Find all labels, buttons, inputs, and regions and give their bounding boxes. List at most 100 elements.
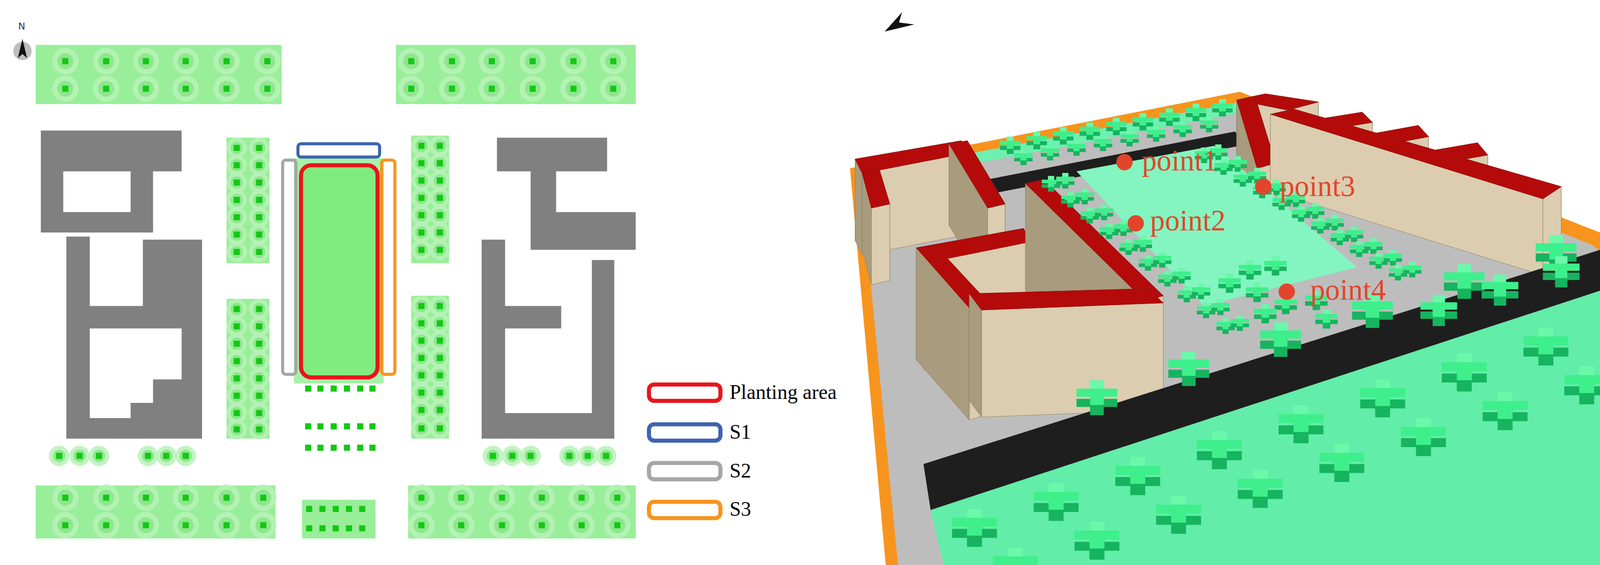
tree-highlight [1105,223,1112,228]
plan-view [13,38,636,539]
tree-top [1079,122,1101,136]
tree-crown [577,445,599,467]
tree-crown-inner [138,490,154,506]
tree-trunk [233,197,240,204]
tree-trunk [143,85,149,92]
tree-highlight [1033,132,1041,137]
tree-top [1238,260,1262,274]
tree [1093,135,1112,152]
tree-trunk [233,306,240,313]
tree [1156,495,1201,535]
tree-top [1076,380,1118,406]
tree-highlight [1006,136,1014,141]
tree-highlight [1271,256,1280,262]
tree-block [411,135,451,263]
tree-crown-inner [486,449,499,463]
tree-highlight [1144,255,1151,259]
tree-trunk [570,58,577,64]
tree-highlight [1202,302,1209,307]
tree-trunk [260,522,266,529]
building-roof [1025,179,1164,301]
tree [1230,315,1250,332]
tree-trunk [344,423,350,430]
tree-top [1443,264,1485,290]
tree-crown-inner [433,191,446,204]
tree-crown-inner [53,449,66,463]
tree-trunk [418,425,425,432]
tree-trunk [233,392,240,399]
tree-crown-inner [433,369,446,382]
s2-outline [282,160,296,375]
legend-swatch [646,461,723,482]
planting-zone [282,144,395,384]
tree-trunk [145,453,151,460]
tree-trunk [407,58,414,64]
tree-trunk [614,522,621,529]
buildings [40,130,636,439]
tree-top [1306,203,1325,214]
tree-top [1237,469,1283,497]
tree-block [226,298,270,440]
tree-crown-inner [415,226,428,239]
tree-crown [560,75,587,103]
tree [1094,204,1113,221]
tree-highlight [1549,234,1564,244]
tree-highlight [1125,239,1132,243]
tree-crown-inner [415,139,428,152]
tree-crown [520,445,542,467]
tree [1264,256,1287,276]
tree-highlight [1086,207,1093,212]
tree-highlight [1090,380,1105,389]
tree-highlight [966,508,982,518]
tree-highlight [1081,188,1088,193]
tree [1033,483,1079,522]
compass-needle [17,38,28,59]
tree-trunk [357,423,364,430]
tree-crown-inner [413,490,430,506]
tree-highlight [1112,117,1120,122]
tree-trunk [610,58,616,64]
tree-crown [132,75,160,103]
tree-top [1315,309,1339,323]
tree-crown-inner [255,490,271,506]
perspective-view [849,12,1600,565]
tree-crown-inner [230,337,243,350]
s3-outline [381,160,395,375]
tree-top [1441,353,1487,381]
tree-crown-inner [573,517,590,534]
tree-crown-inner [403,53,419,69]
tree-crown [488,512,516,539]
tree [1074,522,1120,561]
tree [1315,309,1339,329]
tree-top [1146,126,1165,138]
green-belt [301,499,376,539]
tree-trunk [233,323,240,330]
tree-top [1253,304,1277,318]
legend-swatch [646,499,723,521]
tree-crown-inner [138,517,154,534]
tree-crown [438,48,466,75]
tree-top [1564,366,1600,394]
tree [1360,379,1405,418]
tree-crown-inner [253,372,266,385]
tree-crown-inner [218,80,235,97]
tree-trunk [319,506,326,513]
tree [1196,431,1242,470]
tree-highlight [1252,469,1268,479]
tree-trunk [233,358,240,365]
tree-crown-inner [415,422,428,435]
tree-trunk [306,506,313,513]
tree [1402,261,1422,278]
tree [1026,132,1048,150]
tree-top [992,547,1038,565]
tree-crown-inner [609,517,626,534]
tree-trunk [223,522,230,529]
tree-crown [254,48,281,75]
tree-top [1542,256,1580,279]
tree-highlight [1120,220,1127,225]
tree-highlight [1192,103,1200,108]
tree [1211,299,1230,316]
tree-crown [92,48,120,75]
tree-crown [407,512,435,539]
tree-top [1075,188,1094,200]
